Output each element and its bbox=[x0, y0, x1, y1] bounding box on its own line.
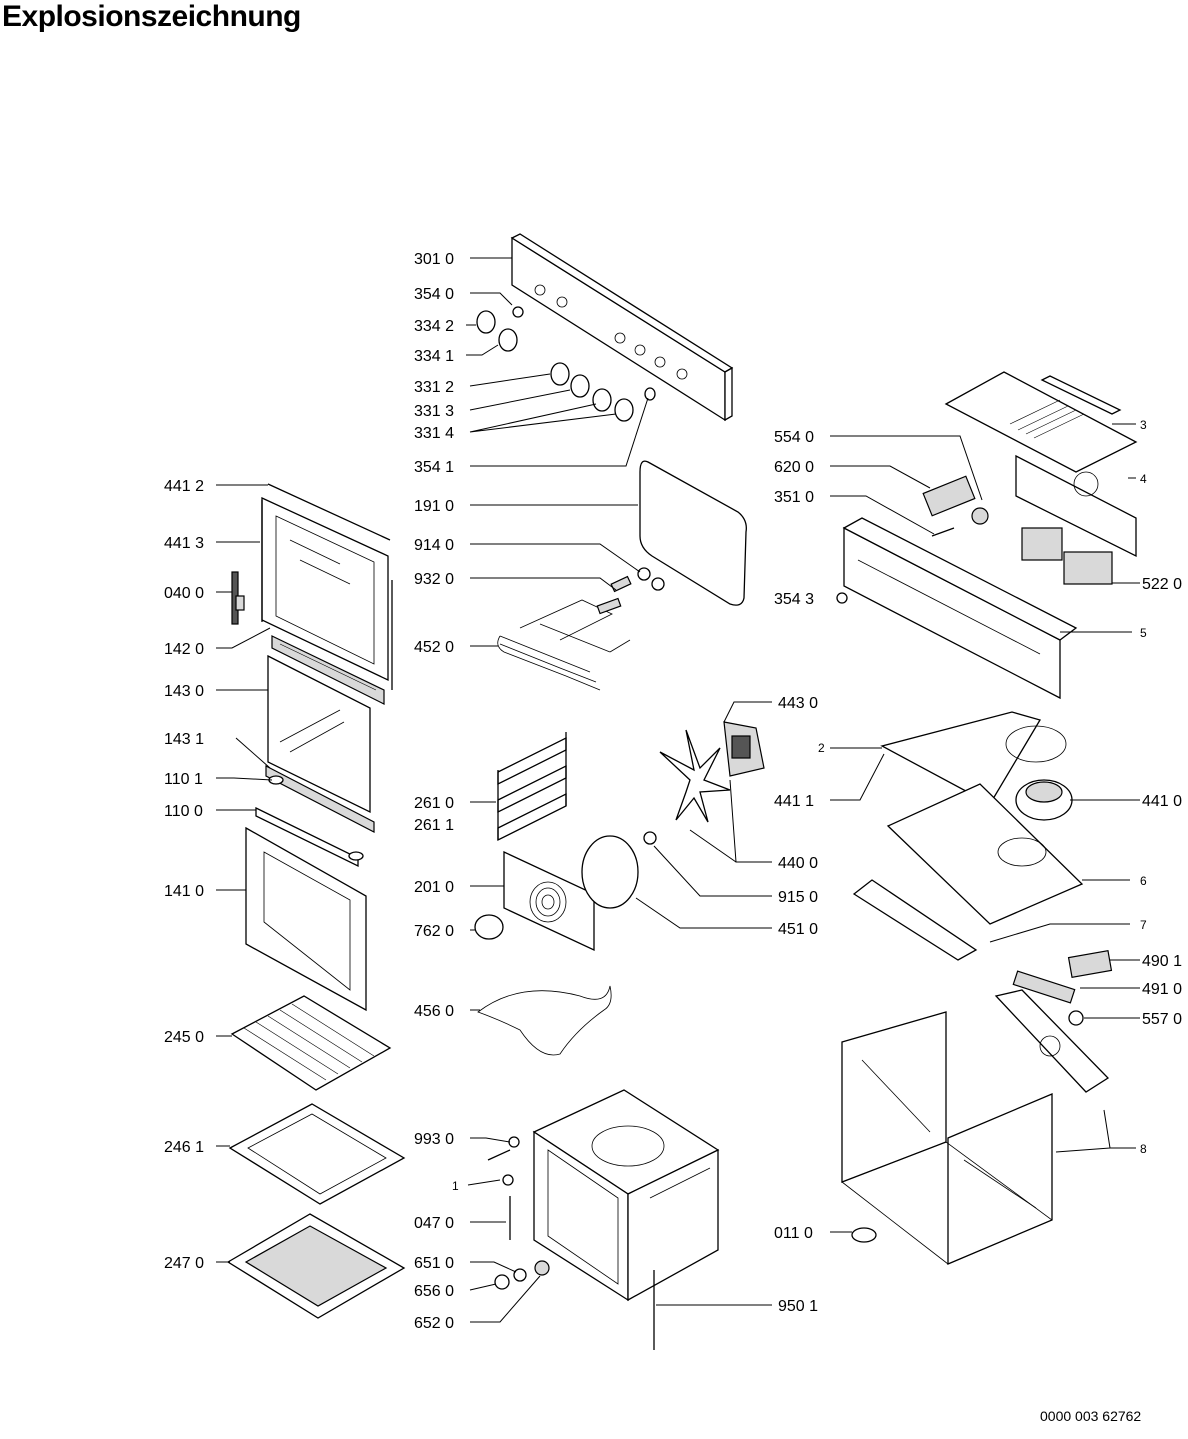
label-110-0: 110 0 bbox=[164, 803, 203, 820]
label-554-0: 554 0 bbox=[774, 429, 814, 446]
label-7: 7 bbox=[1140, 918, 1147, 932]
label-3: 3 bbox=[1140, 418, 1147, 432]
label-441-1: 441 1 bbox=[774, 793, 814, 810]
label-2: 2 bbox=[818, 741, 825, 755]
label-915-0: 915 0 bbox=[778, 889, 818, 906]
label-261-0: 261 0 bbox=[414, 795, 454, 812]
top-cover-part bbox=[944, 371, 1138, 473]
label-301-0: 301 0 bbox=[414, 251, 454, 268]
label-334-2: 334 2 bbox=[414, 318, 454, 335]
label-040-0: 040 0 bbox=[164, 585, 204, 602]
door-handle-strip-part bbox=[271, 635, 385, 705]
shelf-support-part bbox=[497, 732, 567, 842]
fan-ring-heater-part bbox=[581, 835, 639, 909]
foot-part bbox=[851, 1227, 877, 1243]
gasket-ring-part bbox=[474, 914, 504, 940]
label-456-0: 456 0 bbox=[414, 1003, 454, 1020]
label-351-0: 351 0 bbox=[774, 489, 814, 506]
label-451-0: 451 0 bbox=[778, 921, 818, 938]
control-board-part bbox=[994, 989, 1110, 1093]
label-201-0: 201 0 bbox=[414, 879, 454, 896]
label-331-2: 331 2 bbox=[414, 379, 454, 396]
document-code: 0000 003 62762 bbox=[1040, 1408, 1142, 1424]
connector-part bbox=[1012, 949, 1113, 1026]
label-4: 4 bbox=[1140, 472, 1147, 486]
outer-door-glass-part bbox=[245, 826, 367, 1012]
module-part bbox=[922, 475, 1113, 585]
label-047-0: 047 0 bbox=[414, 1215, 454, 1232]
cabinet-housing-part bbox=[841, 1011, 1053, 1265]
label-443-0: 443 0 bbox=[778, 695, 818, 712]
baking-tray-part bbox=[228, 1103, 406, 1205]
label-354-3: 354 3 bbox=[774, 591, 814, 608]
control-panel-part bbox=[510, 233, 734, 422]
inner-glass-part bbox=[267, 654, 371, 814]
label-452-0: 452 0 bbox=[414, 639, 454, 656]
door-frame-part bbox=[261, 483, 393, 690]
label-8: 8 bbox=[1140, 1142, 1147, 1156]
label-950-1: 950 1 bbox=[778, 1298, 818, 1315]
label-1: 1 bbox=[452, 1179, 459, 1193]
label-6: 6 bbox=[1140, 874, 1147, 888]
label-334-1: 334 1 bbox=[414, 348, 454, 365]
label-491-0: 491 0 bbox=[1142, 981, 1182, 998]
bottom-heater-part bbox=[477, 985, 612, 1056]
label-651-0: 651 0 bbox=[414, 1255, 454, 1272]
fan-motor-part bbox=[723, 721, 765, 777]
label-143-0: 143 0 bbox=[164, 683, 204, 700]
label-141-0: 141 0 bbox=[164, 883, 204, 900]
label-142-0: 142 0 bbox=[164, 641, 204, 658]
wire-rack-part bbox=[230, 995, 392, 1091]
label-652-0: 652 0 bbox=[414, 1315, 454, 1332]
label-5: 5 bbox=[1140, 626, 1147, 640]
label-440-0: 440 0 bbox=[778, 855, 818, 872]
oven-cavity-part bbox=[532, 1089, 720, 1302]
insulation-plate-part bbox=[852, 783, 1084, 961]
label-245-0: 245 0 bbox=[164, 1029, 204, 1046]
leader-lines bbox=[216, 257, 1140, 1323]
label-914-0: 914 0 bbox=[414, 537, 454, 554]
label-557-0: 557 0 bbox=[1142, 1011, 1182, 1028]
label-441-2: 441 2 bbox=[164, 478, 204, 495]
label-490-1: 490 1 bbox=[1142, 953, 1182, 970]
label-110-1: 110 1 bbox=[164, 771, 203, 788]
label-620-0: 620 0 bbox=[774, 459, 814, 476]
part-labels: 301 0 354 0 334 2 334 1 331 2 331 3 331 … bbox=[164, 251, 1182, 1332]
label-932-0: 932 0 bbox=[414, 571, 454, 588]
label-143-1: 143 1 bbox=[164, 731, 204, 748]
deep-tray-part bbox=[226, 1213, 406, 1319]
grill-element-part bbox=[497, 567, 665, 691]
label-522-0: 522 0 bbox=[1142, 576, 1182, 593]
label-354-0: 354 0 bbox=[414, 286, 454, 303]
label-246-1: 246 1 bbox=[164, 1139, 204, 1156]
label-656-0: 656 0 bbox=[414, 1283, 454, 1300]
label-011-0: 011 0 bbox=[774, 1225, 813, 1242]
cooling-fan-part bbox=[1015, 779, 1073, 821]
label-762-0: 762 0 bbox=[414, 923, 454, 940]
label-331-3: 331 3 bbox=[414, 403, 454, 420]
fan-blade-part bbox=[643, 729, 731, 845]
label-441-0: 441 0 bbox=[1142, 793, 1182, 810]
label-441-3: 441 3 bbox=[164, 535, 204, 552]
label-247-0: 247 0 bbox=[164, 1255, 204, 1272]
label-261-1: 261 1 bbox=[414, 817, 454, 834]
thermostat-part bbox=[487, 1136, 550, 1290]
back-panel-part bbox=[1015, 454, 1137, 558]
page-title: Explosionszeichnung bbox=[2, 0, 301, 33]
label-993-0: 993 0 bbox=[414, 1131, 454, 1148]
door-gasket-part bbox=[639, 460, 747, 606]
glass-holder-part bbox=[255, 765, 375, 868]
label-191-0: 191 0 bbox=[414, 498, 454, 515]
air-duct-part bbox=[880, 711, 1067, 805]
front-frame-part bbox=[836, 517, 1078, 700]
label-354-1: 354 1 bbox=[414, 459, 454, 476]
label-331-4: 331 4 bbox=[414, 425, 454, 442]
knob-part bbox=[476, 306, 656, 422]
fan-cover-part bbox=[503, 850, 595, 952]
hinge-part bbox=[231, 571, 245, 625]
